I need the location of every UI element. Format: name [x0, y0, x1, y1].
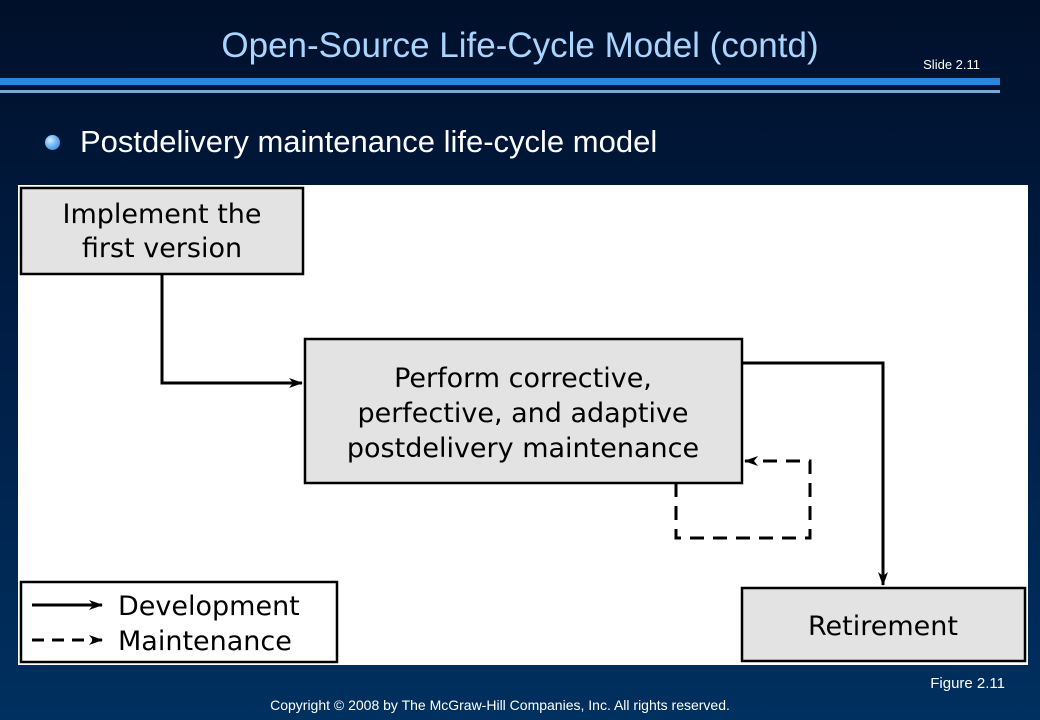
node-implement: Implement the first version	[19, 186, 305, 276]
node-retirement-box	[740, 586, 1027, 663]
legend-box	[19, 580, 339, 664]
title-divider-thin	[0, 90, 1000, 93]
node-maintenance-line-1: Perform corrective,	[394, 363, 652, 394]
edge-implement-to-maintenance	[160, 275, 303, 388]
node-maintenance-box	[303, 337, 744, 485]
lifecycle-diagram: Implement the first version Perform corr…	[18, 185, 1028, 665]
copyright-footer: Copyright © 2008 by The McGraw-Hill Comp…	[270, 697, 730, 713]
bullet-icon	[45, 135, 60, 150]
figure-label: Figure 2.11	[930, 675, 1005, 692]
edge-maintenance-loop	[674, 456, 812, 540]
title-divider-thick	[0, 78, 1000, 85]
diagram-svg: Implement the first version Perform corr…	[19, 186, 1027, 664]
node-retirement-label: Retirement	[808, 611, 958, 642]
slide-title: Open-Source Life-Cycle Model (contd)	[221, 26, 819, 65]
node-implement-line-1: Implement the	[62, 199, 261, 230]
slide-number: Slide 2.11	[923, 57, 980, 72]
legend-maintenance-label: Maintenance	[118, 626, 292, 657]
node-maintenance: Perform corrective, perfective, and adap…	[303, 337, 744, 485]
bullet-text: Postdelivery maintenance life-cycle mode…	[80, 124, 658, 159]
node-maintenance-line-3: postdelivery maintenance	[347, 433, 699, 464]
node-retirement: Retirement	[740, 586, 1027, 663]
node-implement-line-2: first version	[82, 233, 242, 264]
legend-development-label: Development	[118, 591, 300, 622]
node-maintenance-line-2: perfective, and adaptive	[357, 398, 688, 429]
edge-maintenance-to-retirement	[742, 361, 888, 586]
legend: Development Maintenance	[19, 580, 339, 664]
node-implement-box	[19, 186, 305, 276]
